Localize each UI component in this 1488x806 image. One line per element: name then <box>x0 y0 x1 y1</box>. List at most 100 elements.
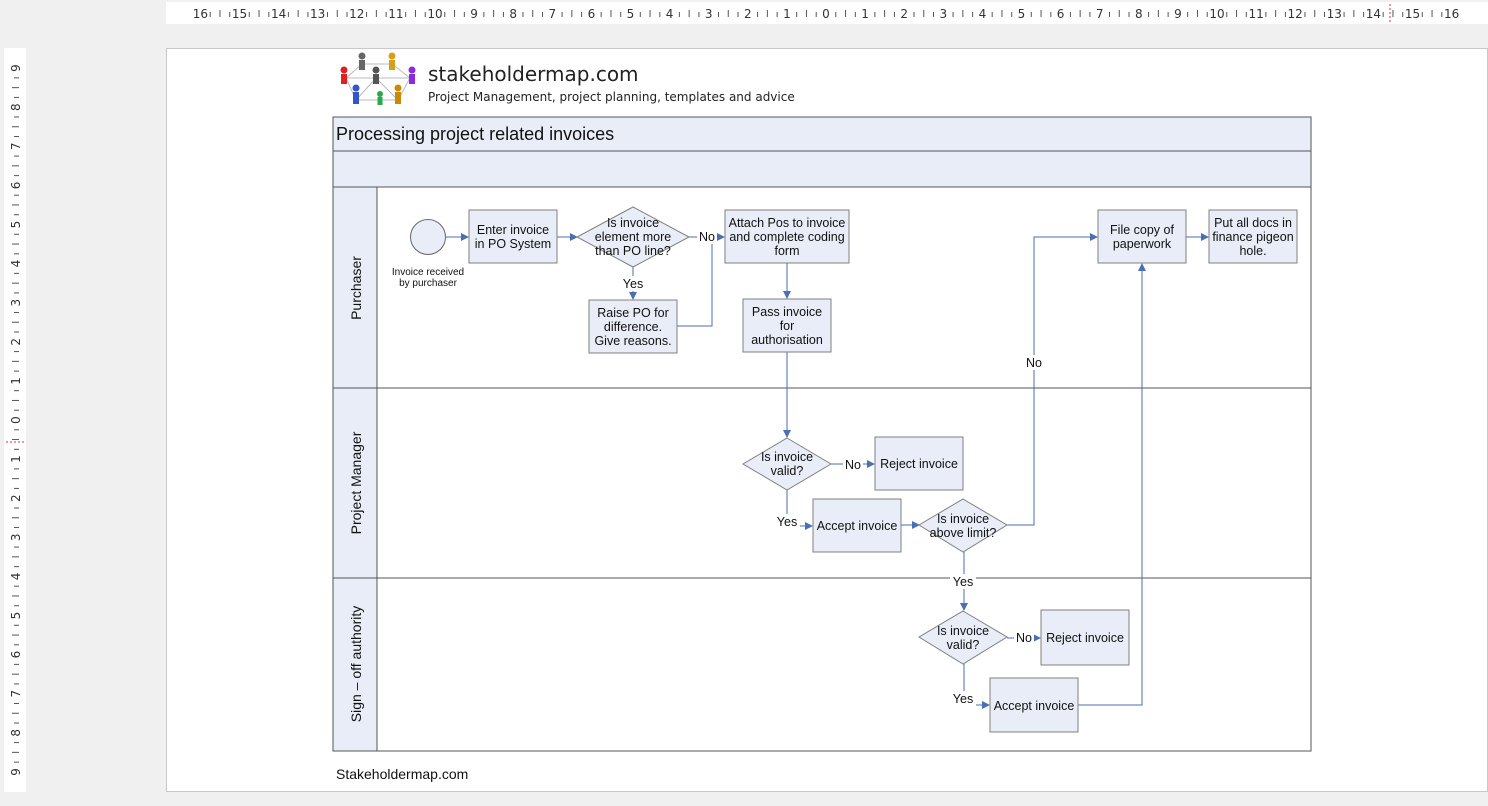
node-text: valid? <box>947 638 980 652</box>
ruler-label: 9 <box>9 768 23 776</box>
node-text: and complete coding <box>729 230 844 244</box>
start-caption-line: Invoice received <box>392 267 464 278</box>
node-text: Is invoice <box>937 512 989 526</box>
ruler-label: 3 <box>705 7 713 21</box>
edge-label-yes: Yes <box>953 575 973 589</box>
node-text: finance pigeon <box>1212 230 1293 244</box>
header-band <box>332 150 1312 188</box>
edge-label-yes: Yes <box>623 277 643 291</box>
node-text: above limit? <box>930 526 997 540</box>
ruler-label: 5 <box>9 612 23 620</box>
pass-invoice-box[interactable] <box>742 298 832 353</box>
ruler-label: 2 <box>900 7 908 21</box>
node-text: Reject invoice <box>880 457 958 471</box>
edge-label-no: No <box>1016 631 1032 645</box>
start-event[interactable] <box>410 219 446 255</box>
lane-label-project-manager: Project Manager <box>348 431 364 534</box>
node-text: than PO line? <box>595 244 671 258</box>
footer-text: Stakeholdermap.com <box>336 766 469 782</box>
title-bar <box>332 116 1312 152</box>
pm-reject-box[interactable] <box>874 436 964 491</box>
ruler-label: 7 <box>9 690 23 698</box>
ruler-label: 11 <box>1248 7 1263 21</box>
edge-label-no: No <box>845 458 861 472</box>
ruler-label: 4 <box>666 7 674 21</box>
so-valid-decision[interactable] <box>918 610 1008 665</box>
ruler-label: 8 <box>1135 7 1143 21</box>
node-text: Reject invoice <box>1046 631 1124 645</box>
ruler-label: 9 <box>1174 7 1182 21</box>
diagram-title: Processing project related invoices <box>336 124 614 144</box>
ruler-label: 0 <box>822 7 830 21</box>
node-text: Is invoice <box>761 450 813 464</box>
ruler-label: 14 <box>1366 7 1381 21</box>
ruler-label: 4 <box>9 260 23 268</box>
node-text: element more <box>595 230 671 244</box>
ruler-label: 7 <box>548 7 556 21</box>
ruler-label: 3 <box>9 299 23 307</box>
ruler-label: 5 <box>1018 7 1026 21</box>
lane-header-column <box>332 186 378 752</box>
ruler-label: 15 <box>232 7 247 21</box>
pm-accept-box[interactable] <box>812 498 902 553</box>
edge-label-no: No <box>1026 356 1042 370</box>
attach-pos-box[interactable] <box>724 209 850 264</box>
so-accept-box[interactable] <box>989 677 1079 733</box>
node-text: Put all docs in <box>1214 216 1292 230</box>
edge-label-yes: Yes <box>777 515 797 529</box>
above-limit-decision[interactable] <box>918 498 1008 553</box>
node-text: Raise PO for <box>597 306 669 320</box>
ruler-label: 5 <box>627 7 635 21</box>
ruler-label: 13 <box>310 7 325 21</box>
node-text: valid? <box>771 464 804 478</box>
ruler-label: 12 <box>1288 7 1303 21</box>
ruler-label: 13 <box>1327 7 1342 21</box>
node-text: Enter invoice <box>477 223 549 237</box>
ruler-label: 1 <box>9 377 23 385</box>
ruler-label: 3 <box>939 7 947 21</box>
raise-po-box[interactable] <box>588 299 678 354</box>
ruler-label: 8 <box>509 7 517 21</box>
put-docs-box[interactable] <box>1208 209 1298 264</box>
ruler-label: 16 <box>193 7 208 21</box>
connectors <box>446 233 1209 709</box>
site-tagline: Project Management, project planning, te… <box>428 90 795 104</box>
ruler-label: 6 <box>9 182 23 190</box>
node-text: Attach Pos to invoice <box>729 216 846 230</box>
ruler-label: 4 <box>979 7 987 21</box>
ruler-label: 10 <box>1209 7 1224 21</box>
node-text: Accept invoice <box>817 519 898 533</box>
ruler-label: 1 <box>861 7 869 21</box>
ruler-label: 6 <box>588 7 596 21</box>
so-reject-box[interactable] <box>1040 609 1130 666</box>
ruler-label: 1 <box>783 7 791 21</box>
ruler-label: 6 <box>9 651 23 659</box>
ruler-label: 16 <box>1444 7 1459 21</box>
ruler-label: 5 <box>9 221 23 229</box>
enter-invoice-box[interactable] <box>468 209 558 264</box>
edge-label-no: No <box>699 230 715 244</box>
ruler-label: 10 <box>427 7 442 21</box>
ruler-label: 1 <box>9 455 23 463</box>
ruler-label: 0 <box>9 416 23 424</box>
node-text: Is invoice <box>937 624 989 638</box>
node-text: form <box>775 244 800 258</box>
node-text: hole. <box>1239 244 1266 258</box>
node-text: paperwork <box>1113 237 1172 251</box>
ruler-label: 2 <box>9 494 23 502</box>
is-more-decision[interactable] <box>575 206 691 268</box>
node-text: Is invoice <box>607 216 659 230</box>
ruler-label: 6 <box>1057 7 1065 21</box>
ruler-label: 3 <box>9 533 23 541</box>
ruler-label: 2 <box>9 338 23 346</box>
ruler-label: 2 <box>744 7 752 21</box>
pm-valid-decision[interactable] <box>742 437 832 491</box>
ruler-label: 15 <box>1405 7 1420 21</box>
file-copy-box[interactable] <box>1097 209 1187 264</box>
node-text: authorisation <box>751 333 823 347</box>
ruler-label: 9 <box>9 64 23 72</box>
node-text: Pass invoice <box>752 305 822 319</box>
